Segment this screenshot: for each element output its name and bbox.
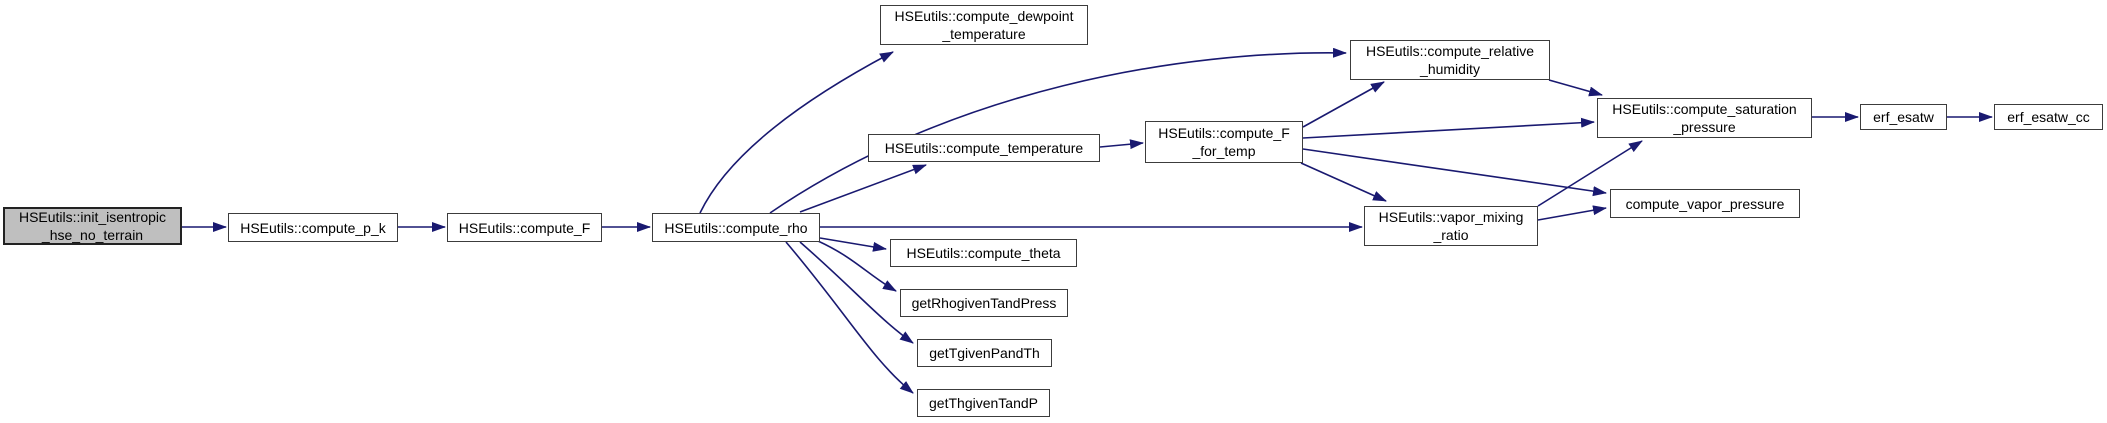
node-label-line: _humidity — [1420, 61, 1480, 77]
edge-compute-temperature-to-compute-f-for-temp — [1099, 139, 1144, 150]
node-label-line: HSEutils::compute_F — [458, 219, 591, 236]
node-get-t-given-p-and-th[interactable]: getTgivenPandTh — [917, 339, 1052, 367]
node-compute-dewpoint-temperature[interactable]: HSEutils::compute_dewpoint_temperature — [880, 5, 1088, 45]
node-label-line: erf_esatw — [1873, 109, 1934, 125]
node-label-line: HSEutils::vapor_mixing — [1378, 209, 1524, 225]
node-erf-esatw-cc[interactable]: erf_esatw_cc — [1994, 104, 2103, 130]
node-label-line: getThgivenTandP — [929, 395, 1038, 411]
node-label-line: _hse_no_terrain — [41, 227, 144, 243]
node-compute-theta[interactable]: HSEutils::compute_theta — [890, 239, 1077, 267]
node-compute-vapor-pressure[interactable]: compute_vapor_pressure — [1610, 189, 1800, 218]
edge-compute-f-for-temp-to-vapor-mixing-ratio — [1300, 162, 1387, 202]
node-label-line: HSEutils::compute_p_k — [240, 219, 386, 236]
node-label-line: getRhogivenTandPress — [911, 295, 1057, 311]
node-erf-esatw[interactable]: erf_esatw — [1860, 104, 1947, 130]
node-label-line: HSEutils::compute_F — [1158, 125, 1290, 141]
node-label-line: _temperature — [942, 26, 1026, 42]
node-compute-p-k[interactable]: HSEutils::compute_p_k — [228, 213, 398, 242]
edge-compute-f-for-temp-to-compute-relative-humidity — [1302, 81, 1385, 128]
edge-vapor-mixing-ratio-to-compute-vapor-pressure — [1537, 205, 1607, 221]
node-compute-f[interactable]: HSEutils::compute_F — [447, 213, 602, 242]
node-init-isentropic-hse-no-terrain[interactable]: HSEutils::init_isentropic_hse_no_terrain — [3, 207, 182, 245]
node-compute-relative-humidity[interactable]: HSEutils::compute_relative_humidity — [1350, 40, 1550, 80]
edge-compute-rho-to-get-t-given-p-and-th — [799, 241, 914, 344]
node-label-line: _pressure — [1673, 119, 1736, 135]
edge-compute-rho-to-compute-theta — [819, 237, 887, 252]
node-label-line: HSEutils::compute_rho — [664, 219, 808, 236]
node-label-line: compute_vapor_pressure — [1625, 195, 1785, 212]
node-get-th-given-t-and-p[interactable]: getThgivenTandP — [917, 389, 1050, 417]
edge-compute-rho-to-get-rho-given-t-and-press — [817, 240, 897, 292]
edge-compute-rho-to-compute-temperature — [799, 164, 927, 213]
node-label-line: erf_esatw_cc — [2007, 109, 2090, 125]
node-get-rho-given-t-and-press[interactable]: getRhogivenTandPress — [900, 289, 1068, 317]
node-label-line: HSEutils::compute_saturation — [1612, 101, 1797, 117]
node-label-line: HSEutils::compute_dewpoint — [894, 8, 1074, 24]
node-label-line: HSEutils::compute_relative — [1365, 43, 1535, 59]
node-label-line: HSEutils::compute_temperature — [884, 140, 1084, 156]
node-compute-f-for-temp[interactable]: HSEutils::compute_F_for_temp — [1145, 121, 1303, 163]
node-label-line: HSEutils::init_isentropic — [18, 209, 167, 225]
edge-compute-f-for-temp-to-compute-saturation-pressure — [1302, 117, 1595, 139]
node-label-line: getTgivenPandTh — [929, 345, 1040, 361]
node-compute-temperature[interactable]: HSEutils::compute_temperature — [868, 134, 1100, 162]
node-label-line: _ratio — [1433, 227, 1469, 243]
edge-compute-f-for-temp-to-compute-vapor-pressure — [1302, 148, 1607, 197]
edge-compute-relative-humidity-to-compute-saturation-pressure — [1548, 79, 1603, 97]
edge-compute-rho-to-compute-relative-humidity — [769, 47, 1347, 214]
node-compute-saturation-pressure[interactable]: HSEutils::compute_saturation_pressure — [1597, 98, 1812, 138]
node-compute-rho[interactable]: HSEutils::compute_rho — [652, 213, 820, 242]
node-label-line: _for_temp — [1192, 143, 1256, 159]
edge-compute-rho-to-get-th-given-t-and-p — [785, 241, 914, 394]
node-vapor-mixing-ratio[interactable]: HSEutils::vapor_mixing_ratio — [1364, 206, 1538, 246]
edge-compute-rho-to-compute-dewpoint-temperature — [699, 51, 894, 214]
edge-vapor-mixing-ratio-to-compute-saturation-pressure — [1537, 140, 1643, 207]
node-label-line: HSEutils::compute_theta — [906, 245, 1061, 261]
